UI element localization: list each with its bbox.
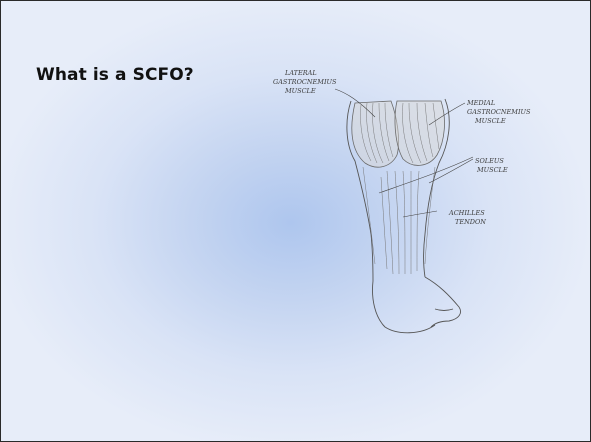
label-soleus: SOLEUS MUSCLE bbox=[475, 157, 508, 174]
gastrocnemius-muscle bbox=[352, 101, 445, 167]
calf-anatomy-illustration: LATERAL GASTROCNEMIUS MUSCLE MEDIAL GAST… bbox=[263, 59, 563, 349]
label-medial-gastrocnemius: MEDIAL GASTROCNEMIUS MUSCLE bbox=[466, 99, 533, 125]
label-achilles-tendon: ACHILLES TENDON bbox=[448, 209, 487, 226]
achilles-tendon bbox=[381, 171, 419, 274]
label-lateral-gastrocnemius: LATERAL GASTROCNEMIUS MUSCLE bbox=[273, 69, 339, 95]
slide-title: What is a SCFO? bbox=[36, 65, 194, 85]
heel-outline bbox=[373, 277, 461, 333]
